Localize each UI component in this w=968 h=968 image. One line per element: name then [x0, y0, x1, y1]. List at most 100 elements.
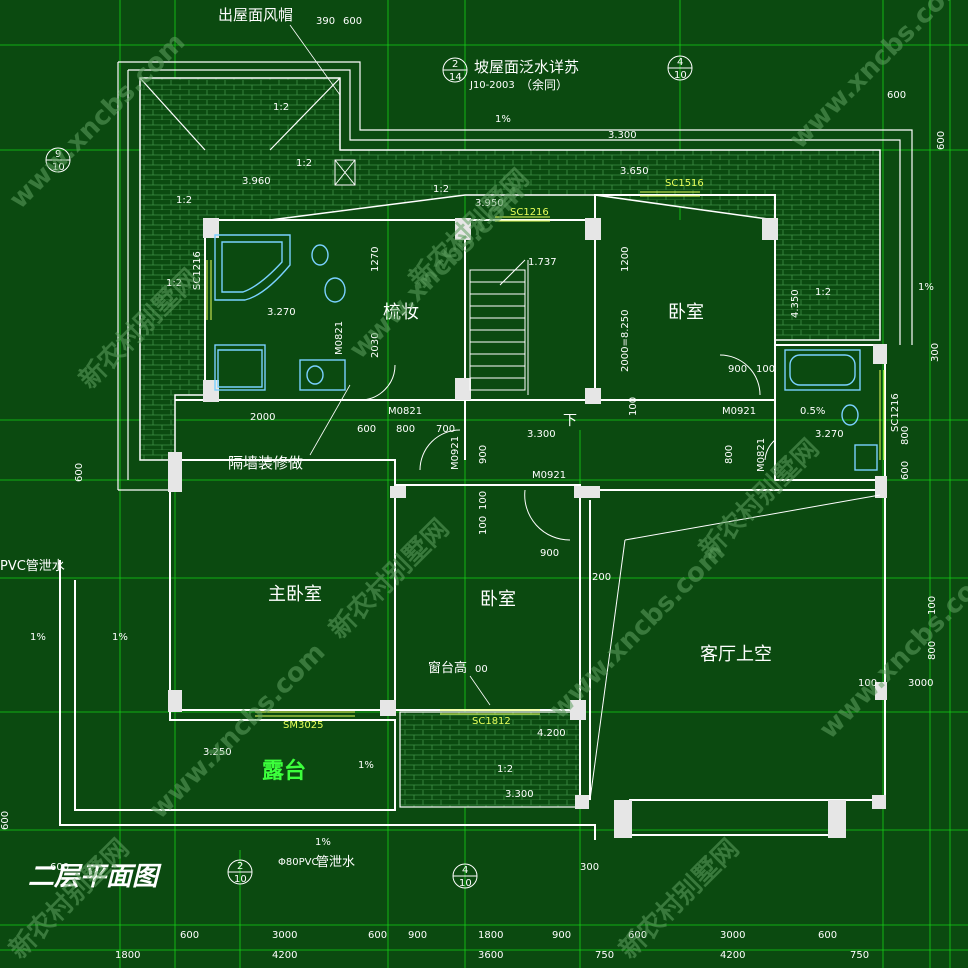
- dim-800-a: 800: [396, 424, 415, 435]
- dim-600-r: 600: [936, 131, 947, 150]
- dim-100-a: 100: [478, 491, 489, 510]
- axis-4-top-num: 4: [677, 57, 683, 68]
- code-sc1516: SC1516: [665, 178, 704, 189]
- leader-roof-hood: [289, 24, 341, 96]
- level-3960: 3.960: [242, 176, 271, 187]
- dim-bottom-row1: 600: [368, 930, 387, 941]
- code-sc1216-right: SC1216: [890, 393, 901, 432]
- dim-300-b: 300: [580, 862, 599, 873]
- dim-600-r2: 600: [900, 461, 911, 480]
- dim-2000: 2000: [250, 412, 275, 423]
- level-3950: 3.950: [475, 198, 504, 209]
- dim-bottom-row1: 600: [818, 930, 837, 941]
- note-pipe-bottom: 管泄水: [316, 855, 355, 870]
- levels: 3.960 3.300 3.650 3.950 3.270 1.737 3.30…: [203, 130, 844, 800]
- dim-200: 200: [592, 572, 611, 583]
- dim-700: 700: [436, 424, 455, 435]
- dim-bottom-row2: 4200: [720, 950, 745, 961]
- slope-s7: 1:2: [497, 764, 513, 775]
- roof-tiles: [139, 77, 881, 808]
- slope-s6: 1:2: [815, 287, 831, 298]
- dim-900-c: 900: [540, 548, 559, 559]
- dim-bottom-row2: 4200: [272, 950, 297, 961]
- dim-600-b: 600: [0, 811, 11, 830]
- axis-2-bot-den: 10: [234, 874, 247, 885]
- dim-00: 00: [475, 664, 488, 675]
- leader-sill: [469, 675, 491, 706]
- dim-600-a: 600: [357, 424, 376, 435]
- slopes: 1:2 1:2 1:2 1:2 1:2 1:2 1:2 1% 1% 1% 1% …: [30, 102, 934, 848]
- note-partition: 隔墙装修做: [228, 454, 303, 472]
- note-roof-hood: 出屋面风帽: [218, 6, 293, 24]
- dim-1200: 1200: [620, 247, 631, 272]
- axis-2-top-den: 14: [449, 72, 462, 83]
- dim-100-d: 100: [478, 516, 489, 535]
- code-m0921-c: M0921: [532, 470, 566, 481]
- bath-fixtures: [214, 234, 878, 471]
- slope-s4: 1:2: [176, 195, 192, 206]
- dim-bottom-row1: 1800: [478, 930, 503, 941]
- axis-4-bot-num: 4: [462, 865, 468, 876]
- level-3250: 3.250: [203, 747, 232, 758]
- dim-bottom-row2: 1800: [115, 950, 140, 961]
- dim-600-top: 600: [343, 16, 362, 27]
- code-m0821-b: M0821: [388, 406, 422, 417]
- leader-partition: [309, 384, 351, 456]
- note-roof-flashing: 坡屋面泛水详苏: [474, 58, 579, 76]
- code-sc1812: SC1812: [472, 716, 511, 727]
- page-title: 二层平面图: [28, 862, 162, 892]
- bottom-dimension-row-2: 1800 4200 3600 750 4200 750: [115, 950, 869, 961]
- dim-800-r2: 800: [927, 641, 938, 660]
- axis-2-bot-num: 2: [237, 861, 243, 872]
- dim-900-a: 900: [478, 445, 489, 464]
- code-m0821-a: M0821: [334, 321, 345, 355]
- note-down: 下: [563, 413, 577, 429]
- dim-600-bl: 600: [50, 862, 69, 873]
- note-sill-height: 窗台高: [428, 660, 467, 676]
- level-1737: 1.737: [528, 257, 557, 268]
- dim-390: 390: [316, 16, 335, 27]
- code-sc1216-top: SC1216: [510, 207, 549, 218]
- level-3300-stair: 3.300: [527, 429, 556, 440]
- dim-bottom-row1: 900: [552, 930, 571, 941]
- dim-600-tr: 600: [887, 90, 906, 101]
- axis-4-bot-den: 10: [459, 878, 472, 889]
- stair: [469, 259, 529, 395]
- dim-bottom-row1: 600: [628, 930, 647, 941]
- dim-bottom-row2: 3600: [478, 950, 503, 961]
- code-m0921-a: M0921: [722, 406, 756, 417]
- axis-9-num: 9: [55, 149, 61, 160]
- slope-p5: 1%: [358, 760, 374, 771]
- slope-s1: 1:2: [273, 102, 289, 113]
- code-sm3025: SM3025: [283, 720, 323, 731]
- dim-bottom-row2: 750: [850, 950, 869, 961]
- room-master-bedroom: 主卧室: [268, 584, 322, 605]
- slope-s3: 1:2: [433, 184, 449, 195]
- dim-2030: 2030: [370, 333, 381, 358]
- windows: [206, 191, 885, 717]
- dim-bottom-row1: 3000: [272, 930, 297, 941]
- level-3300-top: 3.300: [608, 130, 637, 141]
- slope-p4: 1%: [112, 632, 128, 643]
- roof-outline: [117, 61, 913, 491]
- dimensions: 390 600 600 600 1270 2030 1200 2000=8.25…: [0, 16, 947, 873]
- slope-p6: 1%: [315, 837, 331, 848]
- dim-100-r: 100: [927, 596, 938, 615]
- axis-2-top-num: 2: [452, 59, 458, 70]
- slope-p2: 1%: [918, 282, 934, 293]
- level-3270-right: 3.270: [815, 429, 844, 440]
- dim-100-r2: 100: [858, 678, 877, 689]
- dim-900-b: 900: [728, 364, 747, 375]
- axis-4-top-den: 10: [674, 70, 687, 81]
- dim-100-b: 100: [756, 364, 775, 375]
- axis-bubbles: [45, 55, 693, 889]
- room-dressing: 梳妆: [383, 302, 419, 323]
- bottom-dimension-row-1: 600 3000 600 900 1800 900 600 3000 600: [180, 930, 837, 941]
- dim-100-c: 100: [628, 397, 639, 416]
- columns: [168, 218, 887, 838]
- dim-bottom-row1: 900: [408, 930, 427, 941]
- slope-p1: 1%: [495, 114, 511, 125]
- note-flashing-ref: J10-2003: [469, 80, 515, 91]
- level-3650: 3.650: [620, 166, 649, 177]
